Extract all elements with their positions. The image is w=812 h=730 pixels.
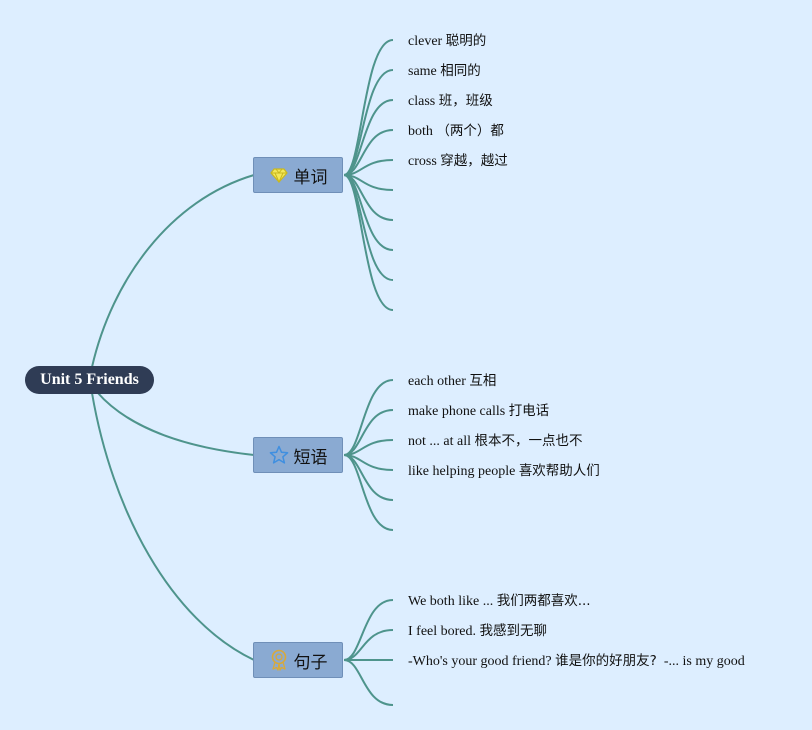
- leaf-item[interactable]: make phone calls 打电话: [408, 403, 550, 419]
- root-to-words-connector: [91, 174, 255, 368]
- leaf-connector: [343, 599, 394, 661]
- leaf-item[interactable]: We both like ... 我们两都喜欢...: [408, 593, 591, 609]
- branch-node-phrases[interactable]: 短语: [253, 437, 343, 473]
- branch-node-words[interactable]: 单词: [253, 157, 343, 193]
- root-to-sentences-connector: [91, 392, 255, 661]
- root-node[interactable]: Unit 5 Friends: [25, 366, 154, 394]
- star-icon: [269, 445, 289, 465]
- leaf-connector: [343, 174, 394, 311]
- leaf-item[interactable]: -Who's your good friend? 谁是你的好朋友? -... i…: [408, 653, 745, 669]
- leaf-item[interactable]: class 班，班级: [408, 93, 493, 109]
- root-label: Unit 5 Friends: [40, 371, 139, 388]
- leaf-item[interactable]: cross 穿越，越过: [408, 153, 508, 169]
- branch-label-phrases: 短语: [293, 447, 328, 468]
- leaf-connector: [343, 379, 394, 456]
- diamond-icon: [269, 165, 289, 185]
- badge-icon: [269, 649, 289, 671]
- branch-label-words: 单词: [293, 167, 328, 188]
- leaf-item[interactable]: same 相同的: [408, 63, 481, 79]
- leaf-connector: [343, 454, 394, 531]
- leaf-item[interactable]: each other 互相: [408, 373, 497, 389]
- leaf-item[interactable]: I feel bored. 我感到无聊: [408, 623, 548, 639]
- leaf-connector: [343, 99, 394, 176]
- branch-label-sentences: 句子: [293, 652, 328, 673]
- leaf-item[interactable]: like helping people 喜欢帮助人们: [408, 463, 600, 479]
- leaf-item[interactable]: clever 聪明的: [408, 33, 487, 49]
- leaf-item[interactable]: not ... at all 根本不，一点也不: [408, 433, 583, 449]
- branch-node-sentences[interactable]: 句子: [253, 642, 343, 678]
- leaf-connector: [343, 454, 394, 501]
- leaf-connector: [343, 659, 394, 706]
- root-to-phrases-connector: [96, 391, 255, 456]
- leaf-connector: [343, 409, 394, 456]
- leaf-item[interactable]: both （两个）都: [408, 123, 504, 139]
